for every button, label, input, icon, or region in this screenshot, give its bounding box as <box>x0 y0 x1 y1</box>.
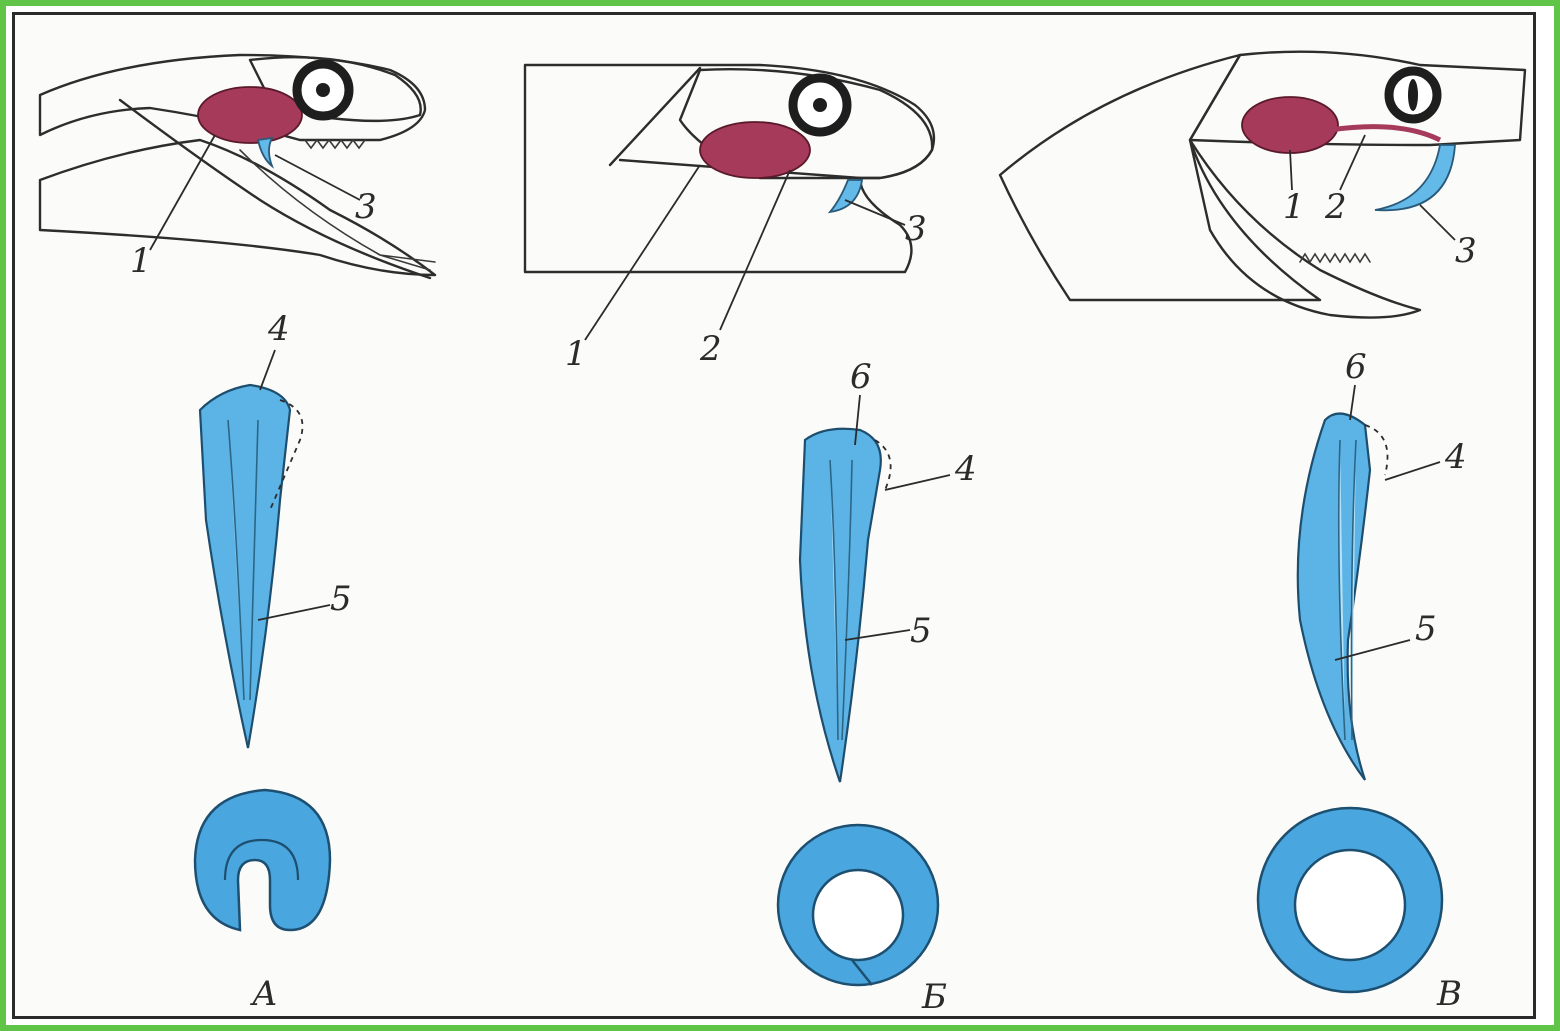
tooth-b <box>800 395 950 782</box>
label-a-1: 1 <box>130 241 152 281</box>
head-a-fang <box>258 138 272 166</box>
label-c-3: 3 <box>1455 231 1477 271</box>
label-b-2: 2 <box>699 329 722 369</box>
label-b-letter: Б <box>921 977 947 1017</box>
head-c <box>1000 52 1525 318</box>
head-b-fang <box>830 180 862 212</box>
label-b-5: 5 <box>910 611 932 651</box>
head-c-lower-jaw <box>1190 140 1420 318</box>
label-c-5: 5 <box>1415 609 1437 649</box>
label-c-letter: В <box>1436 974 1462 1014</box>
label-a-letter: А <box>250 974 278 1014</box>
tooth-a <box>200 350 330 748</box>
head-c-fang <box>1375 145 1455 210</box>
head-c-eye <box>1389 71 1437 119</box>
label-a-4: 4 <box>267 309 290 349</box>
head-leaders <box>150 135 1455 340</box>
head-b-neck-line <box>610 68 700 165</box>
head-c-venom-gland <box>1242 97 1338 153</box>
head-c-neck <box>1000 55 1320 300</box>
head-c-duct <box>1330 127 1440 140</box>
label-b-4: 4 <box>954 449 977 489</box>
tooth-b-body <box>800 429 881 782</box>
label-c-2: 2 <box>1324 187 1347 227</box>
label-b-1: 1 <box>565 334 587 374</box>
label-c-1: 1 <box>1283 187 1305 227</box>
label-a-3: 3 <box>355 187 377 227</box>
cross-section-b <box>778 825 938 985</box>
cross-section-c <box>1258 808 1442 992</box>
cross-section-b-lumen <box>813 870 903 960</box>
label-a-5: 5 <box>330 579 352 619</box>
label-c-6: 6 <box>1345 347 1367 387</box>
tooth-c-body <box>1298 414 1370 780</box>
head-b <box>525 65 934 272</box>
head-a <box>40 55 435 278</box>
cross-section-c-lumen <box>1295 850 1405 960</box>
head-a-eye <box>297 64 349 116</box>
label-b-6: 6 <box>850 357 872 397</box>
tooth-a-body <box>200 385 290 748</box>
label-b-3: 3 <box>905 209 927 249</box>
head-c-head <box>1190 52 1525 145</box>
tooth-c <box>1298 385 1440 780</box>
head-c-lower-teeth <box>1300 254 1370 262</box>
head-a-venom-gland <box>198 87 302 143</box>
head-b-venom-gland <box>700 122 810 178</box>
head-b-eye <box>793 78 847 132</box>
cross-section-a-ring <box>195 790 330 930</box>
cross-section-a <box>195 790 330 930</box>
label-c-4: 4 <box>1444 437 1467 477</box>
head-a-tongue <box>240 150 435 270</box>
